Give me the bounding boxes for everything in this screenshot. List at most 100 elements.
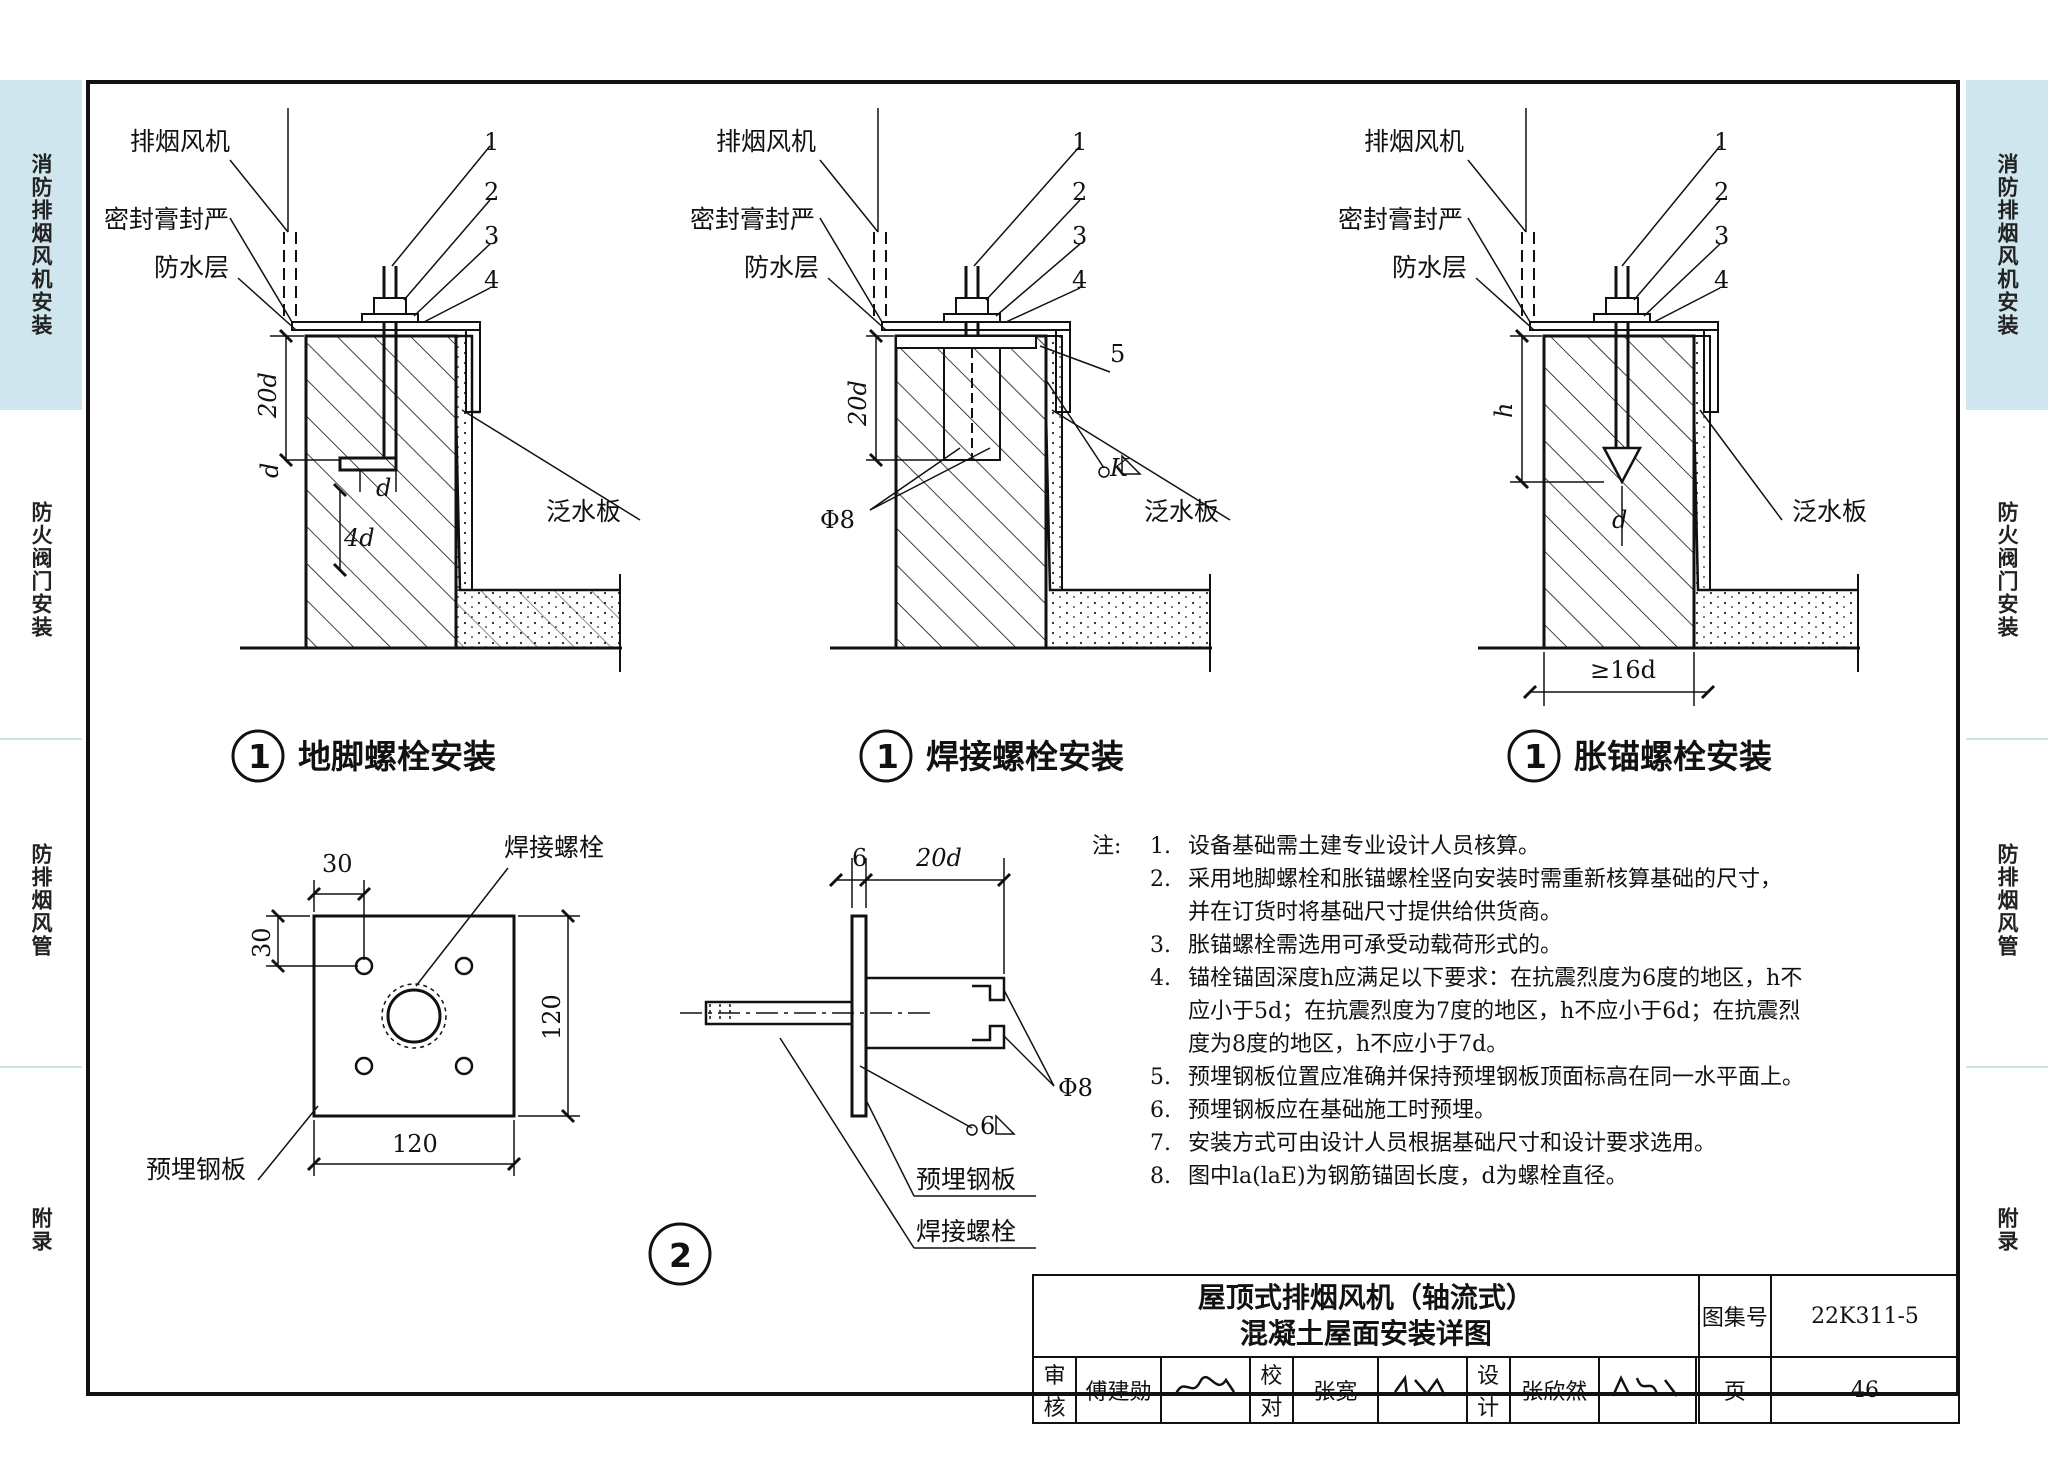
- note-line: 注:1.设备基础需土建专业设计人员核算。: [1092, 830, 1792, 863]
- label-embedded-plate: 预埋钢板: [916, 1165, 1016, 1194]
- detail-anchor-bolt: [229, 108, 641, 672]
- title-block: 屋顶式排烟风机（轴流式） 混凝土屋面安装详图 图集号 22K311-5 审核 傅…: [1031, 1274, 1961, 1424]
- embedded-plate-plan: [257, 867, 580, 1181]
- note-lead: [1092, 962, 1150, 995]
- right-tab-appendix[interactable]: 附录: [1995, 1207, 2019, 1253]
- note-number: [1150, 896, 1188, 929]
- note-text: 胀锚螺栓需选用可承受动载荷形式的。: [1188, 933, 1563, 958]
- label-fan: 排烟风机: [1364, 127, 1464, 156]
- note-lead: [1092, 929, 1150, 962]
- note-text: 度为8度的地区，h不应小于7d。: [1188, 1032, 1509, 1057]
- detail-title-weld: 焊接螺栓安装: [926, 737, 1124, 776]
- detail-circle: [859, 729, 913, 783]
- left-tab-appendix[interactable]: 附录: [29, 1207, 53, 1253]
- left-tab-fan-install[interactable]: 消防排烟风机安装: [0, 80, 82, 410]
- dim-d: d: [256, 463, 284, 478]
- label-fan: 排烟风机: [716, 127, 816, 156]
- drawing-title: 屋顶式排烟风机（轴流式） 混凝土屋面安装详图: [1032, 1274, 1700, 1358]
- dim-20d: 20d: [915, 844, 962, 872]
- dim-120-width: 120: [392, 1130, 438, 1158]
- callout-2: 2: [1714, 178, 1729, 206]
- weld-k: K: [1109, 454, 1130, 482]
- title-line-2: 混凝土屋面安装详图: [1239, 1317, 1492, 1350]
- left-tab-damper-install[interactable]: 防火阀门安装: [29, 501, 53, 639]
- notes-block: 注:1.设备基础需土建专业设计人员核算。2.采用地脚螺栓和胀锚螺栓竖向安装时需重…: [1092, 830, 1804, 1193]
- note-text: 设备基础需土建专业设计人员核算。: [1188, 834, 1541, 859]
- dim-6: 6: [852, 844, 867, 872]
- note-line: 2.采用地脚螺栓和胀锚螺栓竖向安装时需重新核算基础的尺寸，: [1092, 863, 1792, 896]
- note-text: 锚栓锚固深度h应满足以下要求：在抗震烈度为6度的地区，h不: [1188, 966, 1803, 991]
- detail-number: 1: [1524, 737, 1547, 776]
- designer-name: 张欣然: [1508, 1356, 1600, 1424]
- page-label: 页: [1697, 1356, 1772, 1424]
- note-line: 应小于5d；在抗震烈度为7度的地区，h不应小于6d；在抗震烈: [1092, 995, 1800, 1028]
- callout-1: 1: [1714, 128, 1729, 156]
- callout-4: 4: [1714, 266, 1729, 294]
- callout-1: 1: [484, 128, 499, 156]
- note-number: 1.: [1150, 834, 1171, 859]
- dim-4d: 4d: [343, 524, 375, 552]
- note-number: 3.: [1150, 933, 1171, 958]
- rebar-phi8: Φ8: [1058, 1074, 1093, 1102]
- check-label: 校对: [1248, 1356, 1295, 1424]
- note-lead: [1092, 995, 1150, 1028]
- reviewer-name: 傅建勋: [1075, 1356, 1162, 1424]
- detail-circle: [1507, 729, 1561, 783]
- detail-title-expansion: 胀锚螺栓安装: [1574, 737, 1772, 776]
- label-flashing: 泛水板: [546, 497, 621, 526]
- note-text: 预埋钢板应在基础施工时预埋。: [1188, 1098, 1497, 1123]
- note-line: 5.预埋钢板位置应准确并保持预埋钢板顶面标高在同一水平面上。: [1092, 1061, 1804, 1094]
- label-weld-bolt: 焊接螺栓: [504, 833, 604, 862]
- note-line: 8.图中la(laE)为钢筋锚固长度，d为螺栓直径。: [1092, 1160, 1792, 1193]
- callout-4: 4: [1072, 266, 1087, 294]
- label-seal: 密封膏封严: [690, 205, 815, 234]
- tab-divider: [0, 1066, 82, 1068]
- note-line: 3. 胀锚螺栓需选用可承受动载荷形式的。: [1092, 929, 1792, 962]
- callout-3: 3: [484, 222, 499, 250]
- note-number: 8.: [1150, 1164, 1171, 1189]
- designer-signature: [1597, 1356, 1697, 1424]
- detail-number: 1: [248, 737, 271, 776]
- design-label: 设计: [1465, 1356, 1511, 1424]
- note-lead: [1092, 1028, 1150, 1061]
- dim-120-height: 120: [538, 994, 566, 1040]
- weld-bolt-side-view: [680, 858, 1055, 1249]
- note-text: 应小于5d；在抗震烈度为7度的地区，h不应小于6d；在抗震烈: [1188, 999, 1801, 1024]
- detail-number: 1: [876, 737, 899, 776]
- right-tab-fan-install[interactable]: 消防排烟风机安装: [1966, 80, 2048, 410]
- note-line: 并在订货时将基础尺寸提供给供货商。: [1092, 896, 1792, 929]
- dim-d2: d: [376, 474, 391, 502]
- right-tab-damper-install[interactable]: 防火阀门安装: [1995, 501, 2019, 639]
- dim-d: d: [1612, 506, 1627, 534]
- callout-1: 1: [1072, 128, 1087, 156]
- label-flashing: 泛水板: [1792, 497, 1867, 526]
- note-lead: [1092, 896, 1150, 929]
- left-tab-duct[interactable]: 防排烟风管: [29, 842, 53, 958]
- note-lead: [1092, 1094, 1150, 1127]
- note-line: 度为8度的地区，h不应小于7d。: [1092, 1028, 1792, 1061]
- dim-30-left: 30: [248, 927, 276, 958]
- note-number: 5.: [1150, 1065, 1171, 1090]
- note-line: 7.安装方式可由设计人员根据基础尺寸和设计要求选用。: [1092, 1127, 1792, 1160]
- label-embedded-plate: 预埋钢板: [146, 1155, 246, 1184]
- tab-divider: [1966, 1066, 2048, 1068]
- label-weld-bolt: 焊接螺栓: [916, 1217, 1016, 1246]
- callout-3: 3: [1072, 222, 1087, 250]
- label-seal: 密封膏封严: [104, 205, 229, 234]
- tab-divider: [0, 738, 82, 740]
- note-lead: [1092, 863, 1150, 896]
- detail-circle: [231, 729, 285, 783]
- note-text: 安装方式可由设计人员根据基础尺寸和设计要求选用。: [1188, 1131, 1717, 1156]
- note-number: [1150, 1028, 1188, 1061]
- right-tab-duct[interactable]: 防排烟风管: [1995, 842, 2019, 958]
- note-line: 6.预埋钢板应在基础施工时预埋。: [1092, 1094, 1792, 1127]
- atlas-number: 22K311-5: [1769, 1274, 1961, 1358]
- reviewer-signature: [1159, 1356, 1251, 1424]
- label-seal: 密封膏封严: [1338, 205, 1463, 234]
- callout-2: 2: [484, 178, 499, 206]
- label-flashing: 泛水板: [1144, 497, 1219, 526]
- dim-h: h: [1490, 403, 1518, 418]
- dim-30-top: 30: [322, 850, 353, 878]
- callout-2: 2: [1072, 178, 1087, 206]
- review-label: 审核: [1031, 1356, 1078, 1424]
